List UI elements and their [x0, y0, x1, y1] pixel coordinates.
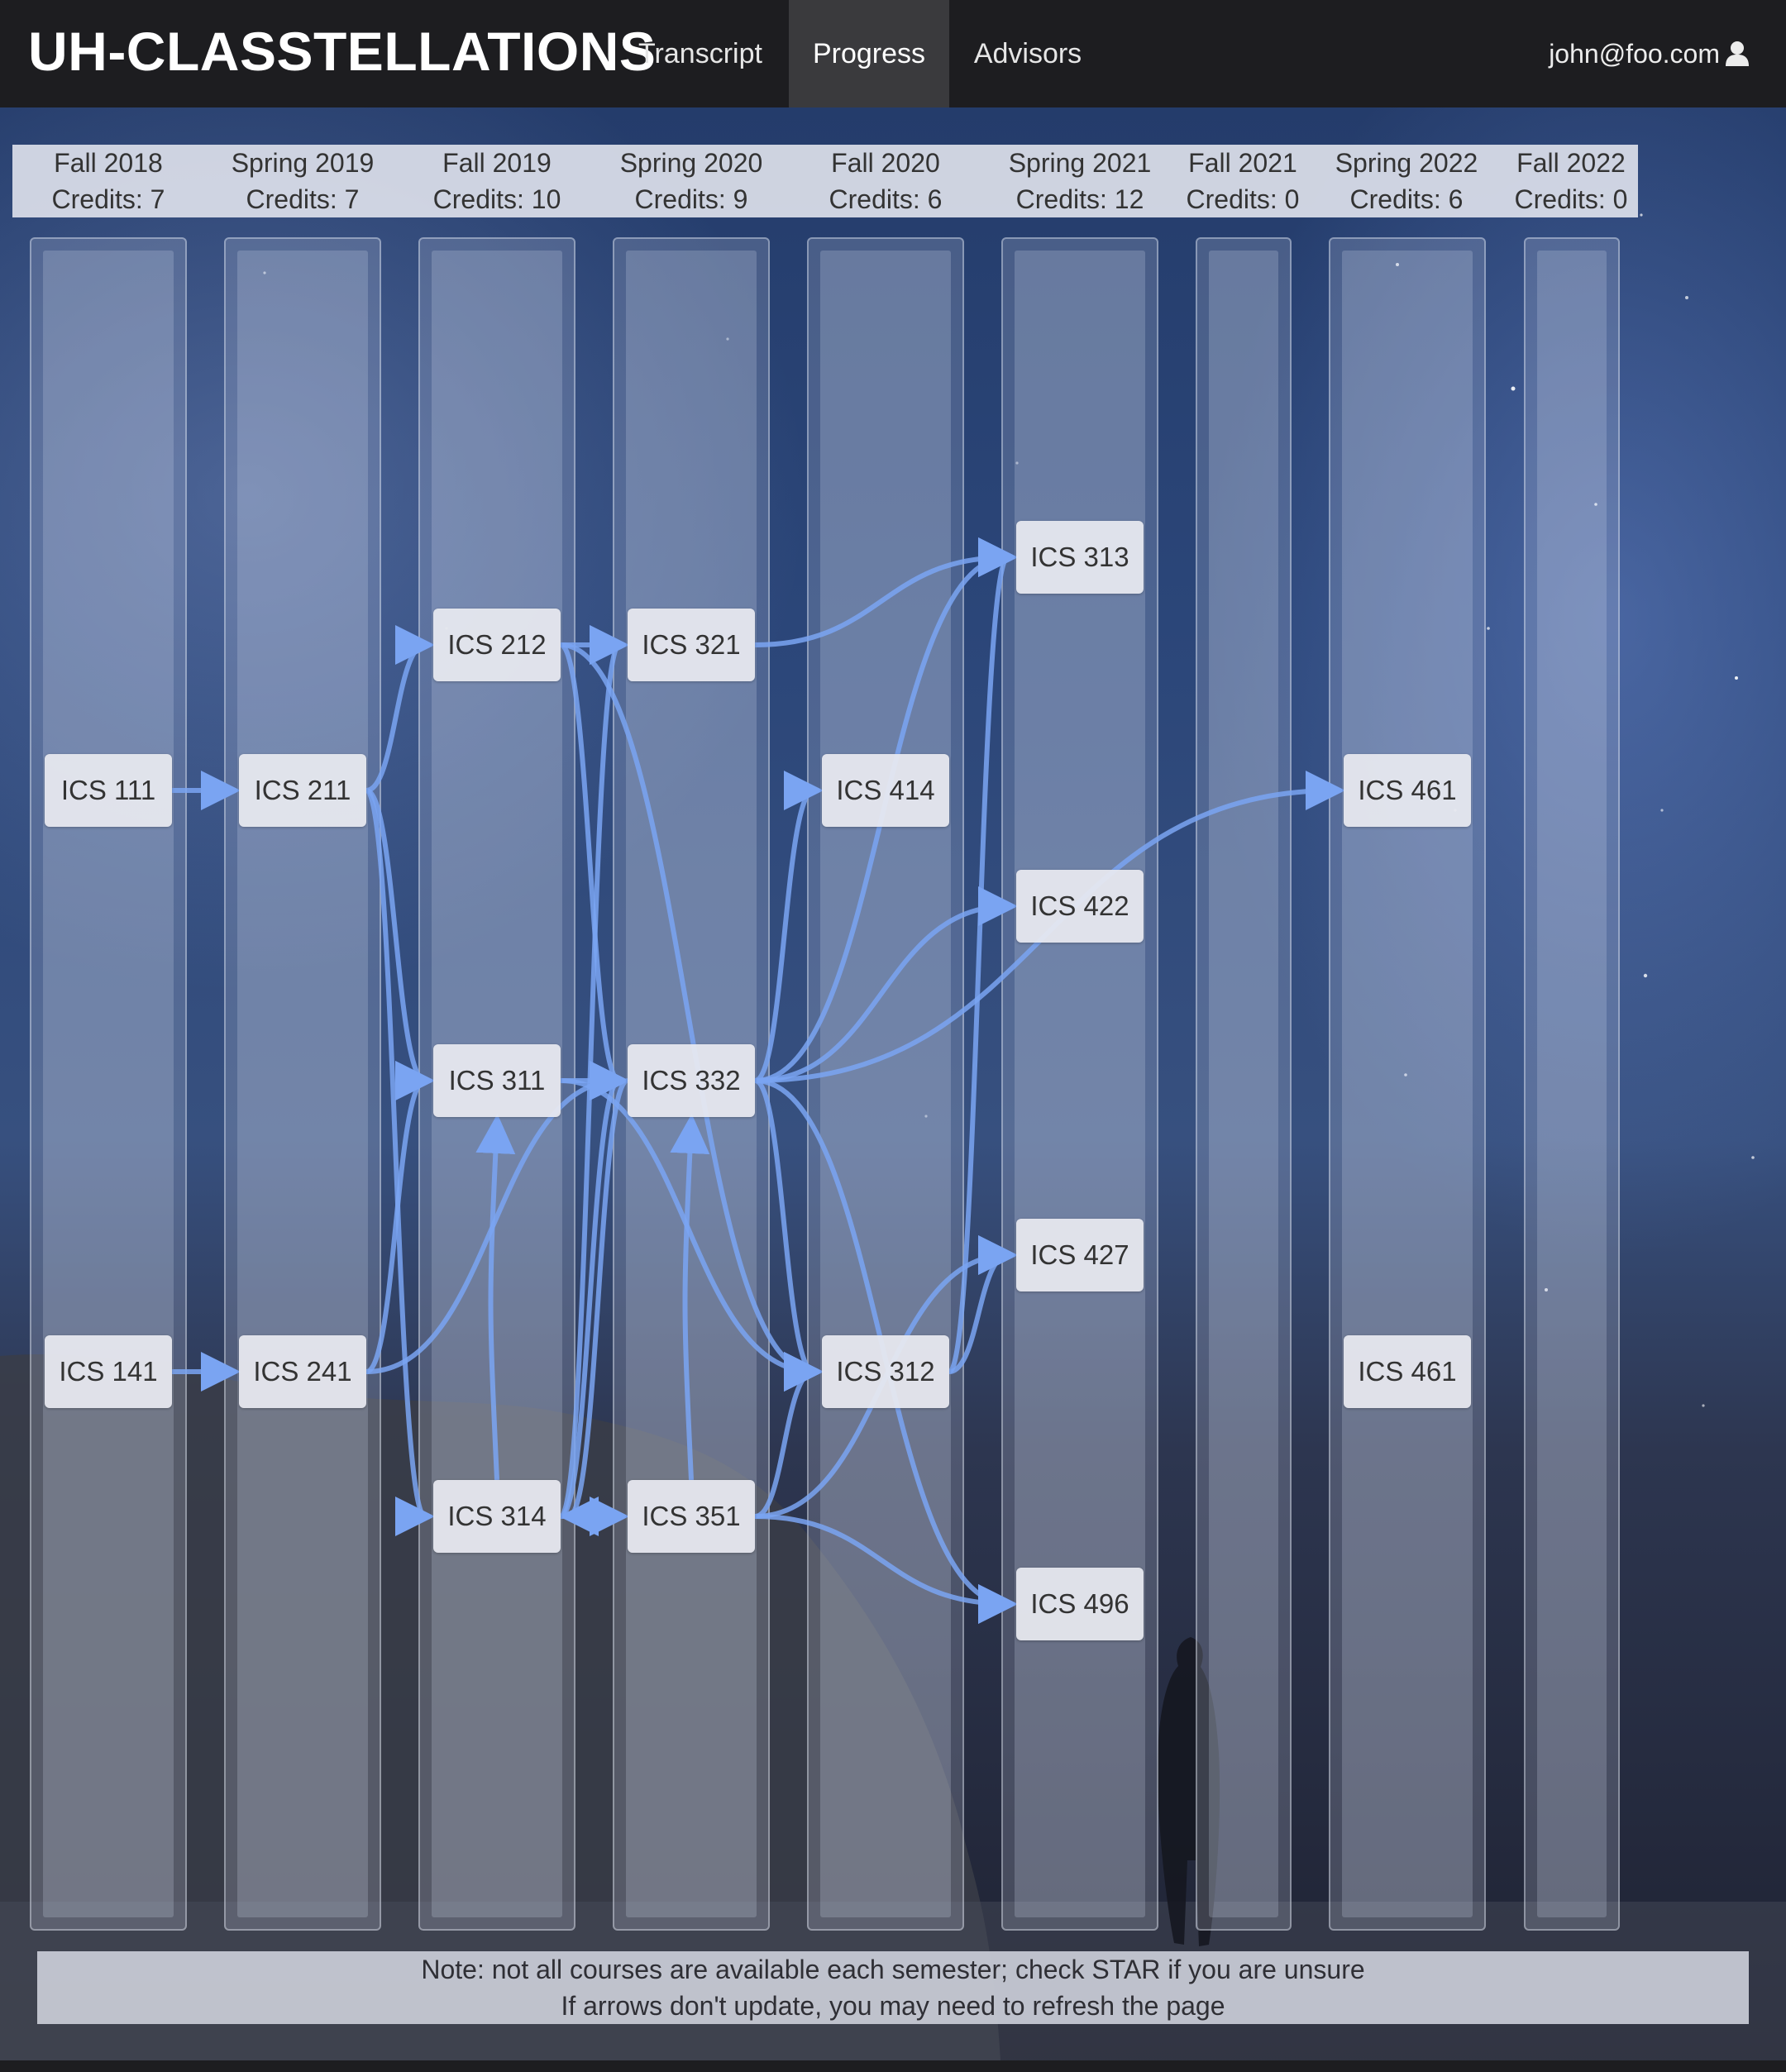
- prerequisite-arrow: [754, 1514, 1018, 1624]
- footer-note: Note: not all courses are available each…: [37, 1951, 1749, 2024]
- prerequisite-arrow: [753, 771, 824, 1083]
- semester-column[interactable]: [224, 237, 381, 1931]
- note-line-1: Note: not all courses are available each…: [421, 1955, 1365, 1984]
- semester-column[interactable]: [807, 237, 964, 1931]
- prerequisite-arrow: [754, 886, 1018, 1083]
- semester-column[interactable]: [1329, 237, 1486, 1931]
- course-card-ics422[interactable]: ICS 422: [1016, 870, 1144, 943]
- course-card-ics313[interactable]: ICS 313: [1016, 521, 1144, 594]
- course-card-ics321[interactable]: ICS 321: [628, 609, 755, 681]
- prerequisite-arrow: [670, 1114, 710, 1481]
- prerequisite-arrow: [365, 788, 435, 1100]
- course-card-ics461a[interactable]: ICS 461: [1344, 754, 1471, 827]
- prerequisite-arrow: [559, 1061, 629, 1519]
- semester-column[interactable]: [30, 237, 187, 1931]
- note-line-2: If arrows don't update, you may need to …: [561, 1991, 1225, 2021]
- course-card-ics427[interactable]: ICS 427: [1016, 1219, 1144, 1291]
- course-card-ics212[interactable]: ICS 212: [433, 609, 561, 681]
- prerequisite-arrow: [948, 1235, 1018, 1374]
- prerequisite-arrow: [365, 1061, 435, 1374]
- user-email: john@foo.com: [1549, 39, 1720, 69]
- course-card-ics461b[interactable]: ICS 461: [1344, 1335, 1471, 1408]
- prerequisite-arrow: [365, 625, 435, 793]
- user-menu[interactable]: john@foo.com: [1549, 0, 1750, 107]
- course-card-ics141[interactable]: ICS 141: [45, 1335, 172, 1408]
- course-card-ics414[interactable]: ICS 414: [822, 754, 949, 827]
- nav-progress[interactable]: Progress: [789, 0, 949, 107]
- bottom-bar: [0, 2060, 1786, 2072]
- course-card-ics241[interactable]: ICS 241: [239, 1335, 366, 1408]
- course-card-ics496[interactable]: ICS 496: [1016, 1568, 1144, 1640]
- prerequisite-arrow: [754, 537, 1018, 647]
- brand-logo[interactable]: UH-CLASSTELLATIONS: [28, 21, 657, 82]
- prerequisite-arrow: [947, 538, 1018, 1374]
- course-card-ics111[interactable]: ICS 111: [45, 754, 172, 827]
- prerequisite-arrow: [475, 1114, 516, 1481]
- prerequisite-arrow: [559, 642, 629, 1100]
- navbar: UH-CLASSTELLATIONS Transcript Progress A…: [0, 0, 1786, 107]
- prerequisite-arrow: [754, 1352, 824, 1519]
- nav-advisors[interactable]: Advisors: [973, 38, 1082, 69]
- course-card-ics332[interactable]: ICS 332: [628, 1044, 755, 1117]
- course-card-ics311[interactable]: ICS 311: [433, 1044, 561, 1117]
- prerequisite-arrow: [559, 1078, 629, 1536]
- semester-column[interactable]: [1196, 237, 1292, 1931]
- course-card-ics351[interactable]: ICS 351: [628, 1480, 755, 1553]
- user-icon: [1726, 41, 1749, 66]
- course-card-ics211[interactable]: ICS 211: [239, 754, 366, 827]
- prerequisite-arrow: [364, 788, 435, 1536]
- course-card-ics312[interactable]: ICS 312: [822, 1335, 949, 1408]
- nav-transcript[interactable]: Transcript: [638, 38, 762, 69]
- course-card-ics314[interactable]: ICS 314: [433, 1480, 561, 1553]
- semester-column[interactable]: [1524, 237, 1620, 1931]
